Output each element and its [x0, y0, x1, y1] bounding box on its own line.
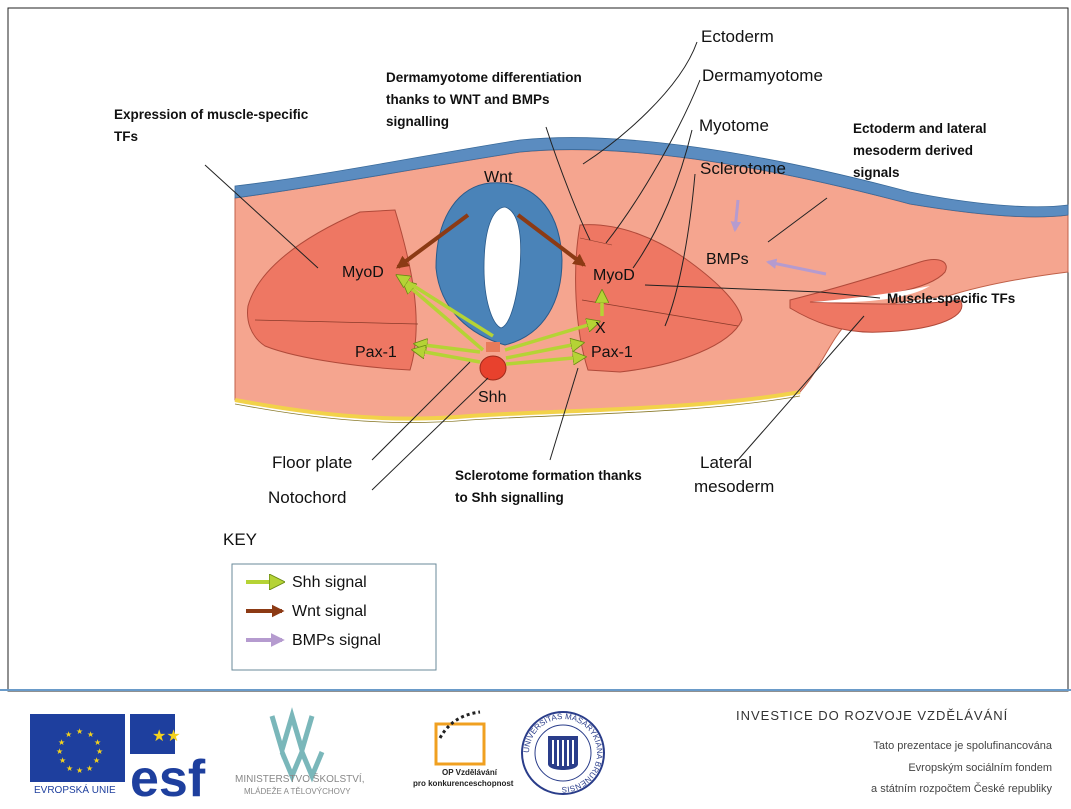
key-title: KEY: [223, 530, 257, 549]
floor-plate-shape: [486, 342, 500, 352]
annotation-expression-line2: TFs: [114, 129, 138, 144]
svg-text:★: ★: [76, 727, 83, 736]
footer-line-3: a státním rozpočtem České republiky: [871, 782, 1052, 795]
right-somite: [575, 224, 743, 373]
label-sclerotome: Sclerotome: [700, 159, 786, 178]
annotation-dermamyotome-line3: signalling: [386, 114, 449, 129]
label-mesoderm: mesoderm: [694, 477, 774, 496]
svg-text:★: ★: [94, 738, 101, 747]
msmt-label-1: MINISTERSTVO ŠKOLSTVÍ,: [235, 772, 364, 785]
annotation-dermamyotome-line1: Dermamyotome differentiation: [386, 70, 582, 85]
eu-logo: ★ ★ ★ ★ ★ ★ ★ ★ ★ ★ ★ ★ EVROPSKÁ UNIE: [30, 714, 125, 796]
wnt-arrow-right: [516, 213, 587, 267]
shh-arrows: [398, 276, 602, 366]
svg-text:★: ★: [76, 766, 83, 775]
op-label-1: OP Vzdělávání: [442, 768, 498, 777]
svg-text:★: ★: [93, 756, 100, 765]
footer-line-2: Evropským sociálním fondem: [908, 762, 1052, 774]
annotation-ecto-lateral-line3: signals: [853, 165, 900, 180]
annotation-sclerotome-line1: Sclerotome formation thanks: [455, 468, 642, 483]
annotation-expression-line1: Expression of muscle-specific: [114, 107, 309, 122]
svg-text:★: ★: [66, 764, 73, 773]
label-myod-left: MyoD: [342, 264, 384, 281]
svg-text:★: ★: [65, 730, 72, 739]
key-bmps-label: BMPs signal: [292, 632, 381, 649]
leader-lines: [204, 41, 881, 491]
annotation-dermamyotome-line2: thanks to WNT and BMPs: [386, 92, 550, 107]
basement-line: [234, 390, 801, 421]
label-myod-right: MyoD: [593, 267, 635, 284]
label-shh: Shh: [478, 389, 506, 406]
eu-label: EVROPSKÁ UNIE: [34, 783, 116, 796]
key-wnt-label: Wnt signal: [292, 603, 367, 620]
svg-text:★: ★: [58, 738, 65, 747]
msmt-label-2: MLÁDEŽE A TĚLOVÝCHOVY: [244, 787, 351, 796]
label-pax-left: Pax-1: [355, 344, 397, 361]
footer-line-1: Tato prezentace je spolufinancována: [873, 740, 1052, 752]
svg-text:★: ★: [56, 747, 63, 756]
footer-title: INVESTICE DO ROZVOJE VZDĚLÁVÁNÍ: [736, 708, 1008, 723]
msmt-logo: MINISTERSTVO ŠKOLSTVÍ, MLÁDEŽE A TĚLOVÝC…: [235, 707, 364, 796]
annotation-ecto-lateral-line2: mesoderm derived: [853, 143, 973, 158]
label-x: X: [595, 320, 606, 337]
ectoderm-layer: [234, 137, 1069, 218]
notochord-shape: [479, 355, 507, 381]
svg-text:★: ★: [87, 730, 94, 739]
label-lateral: Lateral: [700, 453, 752, 472]
annotation-ecto-lateral-line1: Ectoderm and lateral: [853, 121, 987, 136]
wnt-arrow-left: [395, 213, 470, 269]
label-myotome: Myotome: [699, 116, 769, 135]
annotation-muscle-tfs: Muscle-specific TFs: [887, 291, 1015, 306]
svg-text:★: ★: [59, 756, 66, 765]
bmp-arrow-left: [765, 258, 827, 276]
svg-text:★★: ★★: [152, 726, 181, 745]
label-wnt: Wnt: [484, 169, 513, 186]
annotation-sclerotome-line2: to Shh signalling: [455, 490, 564, 505]
op-logo: OP Vzdělávání pro konkurenceschopnost: [413, 710, 514, 788]
esf-label: esf: [130, 750, 206, 808]
label-bmps: BMPs: [706, 251, 749, 268]
op-label-2: pro konkurenceschopnost: [413, 779, 514, 788]
svg-text:★: ★: [96, 747, 103, 756]
muni-seal: UNIVERSITAS MASARYKIANA BRUNENSIS: [521, 711, 605, 795]
label-ectoderm: Ectoderm: [701, 27, 774, 46]
label-floor-plate: Floor plate: [272, 453, 352, 472]
svg-text:★: ★: [86, 764, 93, 773]
key-shh-label: Shh signal: [292, 574, 367, 591]
label-dermamyotome: Dermamyotome: [702, 66, 823, 85]
bmp-arrow-down: [730, 199, 742, 233]
label-notochord: Notochord: [268, 488, 346, 507]
label-pax-right: Pax-1: [591, 344, 633, 361]
esf-logo: ★★ esf: [130, 714, 206, 808]
